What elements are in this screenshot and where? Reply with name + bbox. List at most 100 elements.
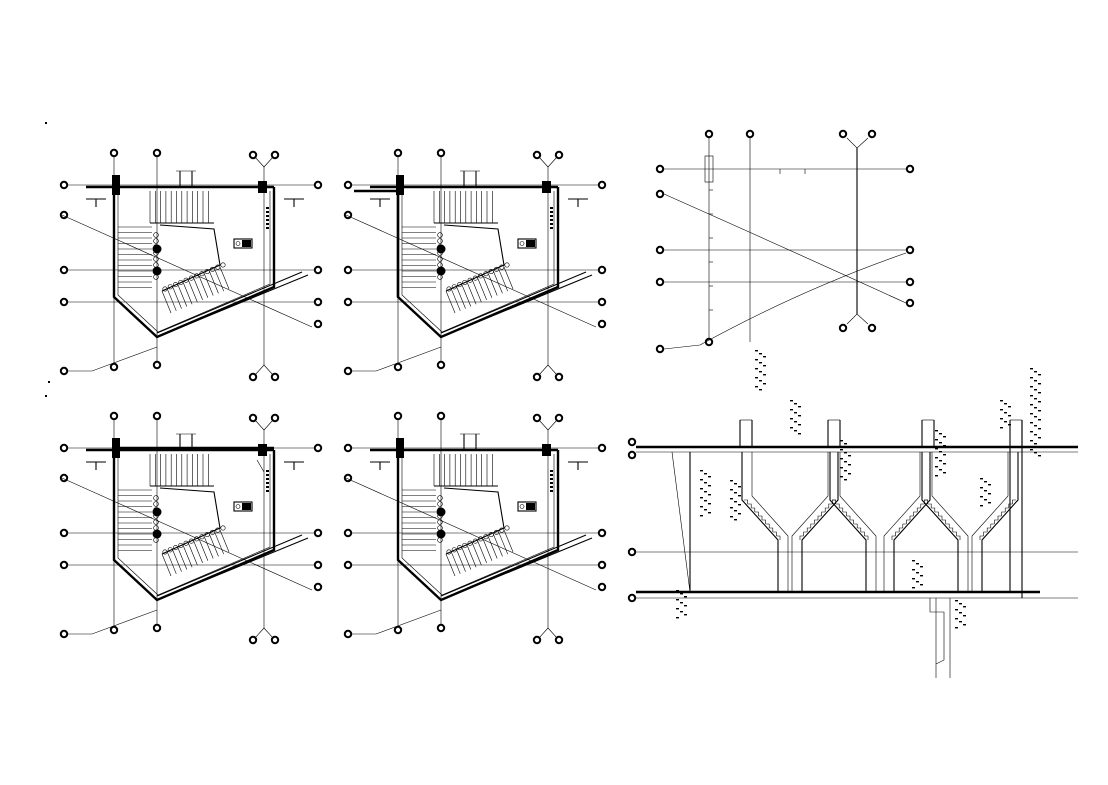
annotation-marks	[912, 560, 923, 589]
stair-well-outline	[443, 487, 505, 555]
annotation-marks	[700, 470, 711, 517]
section-marker-icon	[284, 198, 304, 207]
stair-step	[956, 535, 961, 540]
stair-step	[986, 527, 991, 532]
stair-tread	[472, 542, 482, 566]
stair-tread	[487, 273, 498, 296]
newel-post	[152, 266, 162, 276]
stair-plan	[343, 148, 607, 382]
stair-tread	[209, 534, 219, 557]
wall-note-mark	[266, 223, 269, 225]
grid-bubble-icon	[343, 366, 353, 376]
stair-enclosure-wall	[396, 450, 560, 602]
door-swing	[256, 459, 265, 473]
wall-note-mark	[266, 470, 269, 472]
wall-note-mark	[266, 207, 269, 209]
stair-tread	[172, 549, 182, 572]
stair-enclosure-inner	[117, 454, 271, 596]
stair-tread	[450, 551, 461, 574]
grid-bubble-icon	[152, 360, 162, 370]
section-marker-icon	[370, 461, 390, 470]
grid-bubble-icon	[59, 210, 69, 220]
grid-bubble-icon	[393, 362, 403, 372]
grid-bubble-icon	[655, 245, 665, 255]
stair-step	[902, 523, 907, 528]
stair-step	[758, 515, 763, 520]
stair-step	[832, 499, 836, 504]
grid-bubble-icon	[905, 245, 915, 255]
grid-bubble-icon	[59, 366, 69, 376]
stair-step	[769, 527, 774, 532]
stair-step	[857, 527, 862, 532]
grid-leader-line	[547, 156, 558, 168]
grid-bubble-icon	[59, 528, 69, 538]
stair-step	[817, 515, 822, 520]
stair-step	[895, 531, 900, 536]
annotation-marks	[935, 430, 946, 477]
stair-tread	[193, 277, 203, 301]
stair-step	[744, 499, 748, 504]
stair-flight-outline	[893, 452, 931, 592]
baluster	[220, 262, 226, 268]
baluster	[153, 238, 159, 244]
grid-bubble-icon	[313, 297, 323, 307]
stair-plans	[45, 122, 607, 645]
wall-outline	[671, 451, 691, 593]
grid-bubble-icon	[343, 443, 353, 453]
stair-step	[835, 503, 840, 508]
grid-bubble-icon	[627, 547, 637, 557]
wall-note-mark	[266, 482, 269, 484]
newel-post	[152, 507, 162, 517]
grid-bubble-icon	[532, 150, 542, 160]
wall-note-mark	[550, 470, 553, 472]
stair-step	[920, 503, 925, 508]
section-cut-line	[156, 537, 309, 601]
wall-note-mark	[550, 219, 553, 221]
grid-bubble-icon	[59, 473, 69, 483]
stair-tread	[193, 540, 203, 564]
grid-leader-line	[254, 627, 265, 639]
grid-bubble-icon	[109, 411, 119, 421]
stair-step	[931, 507, 936, 512]
newel-post	[152, 244, 162, 254]
stair-tread	[172, 286, 182, 309]
section-cut-line	[345, 214, 597, 328]
column-hatch	[112, 175, 120, 195]
stair-tread	[466, 282, 477, 305]
grid-bubble-icon	[597, 297, 607, 307]
stair-tread	[503, 266, 514, 290]
stair-step	[850, 519, 854, 524]
baluster	[504, 525, 510, 531]
baluster	[437, 519, 443, 525]
stair-flight-outline	[741, 452, 779, 592]
stair-step	[853, 523, 858, 528]
grid-bubble-icon	[905, 298, 915, 308]
wall-note-mark	[550, 490, 553, 492]
leader-line	[352, 346, 442, 372]
stair-tread	[456, 286, 466, 309]
baluster	[437, 232, 443, 238]
stair-plan	[59, 148, 323, 382]
grid-bubble-icon	[838, 129, 848, 139]
stair-tread	[214, 269, 225, 292]
newel-post	[436, 244, 446, 254]
column-hatch	[112, 438, 120, 458]
stray-mark	[45, 395, 47, 397]
grid-bubble-icon	[59, 629, 69, 639]
grid-leader-line	[547, 627, 558, 639]
annotation-marks	[1000, 400, 1011, 429]
grid-bubble-icon	[597, 528, 607, 538]
wall-note-mark	[550, 211, 553, 213]
section-cut-line	[61, 214, 313, 328]
wall-note-mark	[266, 486, 269, 488]
grid-bubble-icon	[270, 413, 280, 423]
stair-tread	[445, 553, 456, 577]
baluster	[153, 519, 159, 525]
stair-tread	[182, 545, 193, 568]
grid-bubble-icon	[655, 164, 665, 174]
grid-leader-line	[547, 364, 558, 376]
stair-tread	[477, 277, 487, 301]
grid-leader-line	[263, 627, 274, 639]
stair-well-outline	[443, 224, 505, 292]
stair-step	[913, 511, 918, 516]
